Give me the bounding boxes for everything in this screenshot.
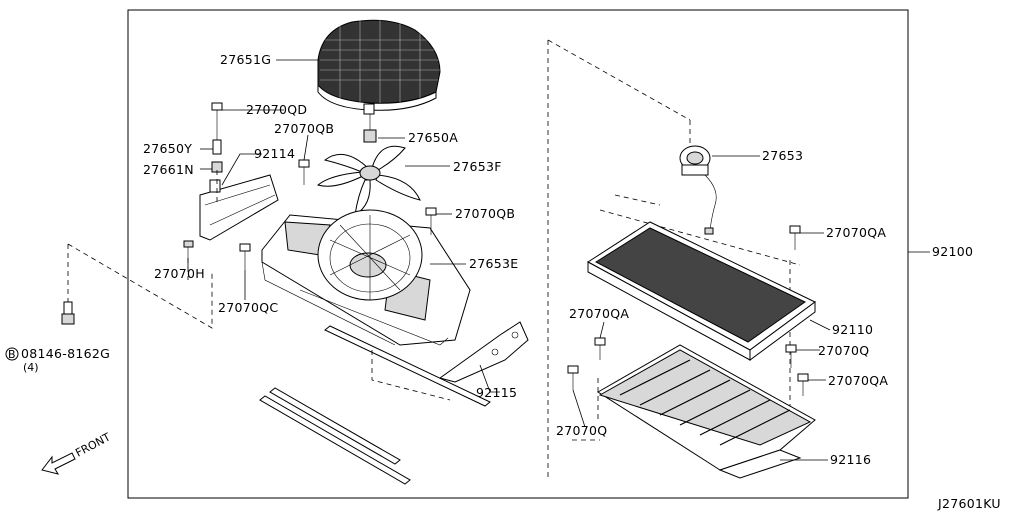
bolt-27070QA-mid-part [594,337,606,360]
bolt-type-letter: B [8,348,16,361]
label-27070H: 27070H [154,266,205,281]
label-27661N: 27661N [143,162,194,177]
label-92110: 92110 [832,322,873,337]
screw-27070H-part [183,240,194,258]
bolt-27070Q-lower-part [567,365,579,390]
bolt-27070QC-part [239,243,251,270]
label-92116: 92116 [830,452,871,467]
front-label: FRONT [73,430,113,459]
bracket-92114-part [199,174,279,241]
label-27070QD: 27070QD [246,102,307,117]
label-27070QB-lower: 27070QB [455,206,515,221]
label-27070Q-upper: 27070Q [818,343,869,358]
label-27070QB-upper: 27070QB [274,121,334,136]
bolt-27070QB-right-part [425,207,437,235]
bolt-27070QB-left-part [298,159,310,185]
label-27070QA-upper: 27070QA [826,225,886,240]
seal-strip-part [259,325,491,485]
assembly-lines-left [67,170,451,401]
label-08146-qty: (4) [23,361,39,374]
label-27653F: 27653F [453,159,502,174]
label-27653: 27653 [762,148,803,163]
label-92115: 92115 [476,385,517,400]
leader-lines [187,59,930,461]
diagram-code: J27601KU [937,496,1001,511]
bolt-type-marker: B [5,347,19,361]
label-27070QA-mid: 27070QA [569,306,629,321]
label-27070Q-lower: 27070Q [556,423,607,438]
part-labels: 27651G 27070QD 27070QB 27650A 27650Y 921… [21,52,1001,511]
bolt-27070QD-part [211,102,223,173]
front-direction-indicator: FRONT [41,430,113,475]
label-92100: 92100 [932,244,973,259]
label-92114: 92114 [254,146,295,161]
motor-27653-part [679,145,717,235]
label-27650A: 27650A [408,130,458,145]
front-arrow-icon [41,452,76,475]
bracket-92115-part [438,321,529,383]
fan-shroud-part [261,209,471,346]
stud-08146-part [61,301,75,325]
label-08146-8162G: 08146-8162G [21,346,110,361]
bolt-27070QA-lower-part [797,373,809,396]
label-27651G: 27651G [220,52,271,67]
label-27070QA-lower: 27070QA [828,373,888,388]
bolt-27070QA-upper-part [789,225,801,250]
fan-blade-part [316,145,421,216]
label-27653E: 27653E [469,256,518,271]
duct-92116-part [597,344,816,479]
nut-27650A-part [363,114,377,143]
assembly-lines-right [547,39,801,478]
label-27650Y: 27650Y [143,141,192,156]
blower-housing-part [317,18,441,115]
label-27070QC: 27070QC [218,300,278,315]
bolt-27070Q-upper-part [785,344,797,368]
diagram-frame [127,9,909,499]
core-92110-part [587,221,816,361]
